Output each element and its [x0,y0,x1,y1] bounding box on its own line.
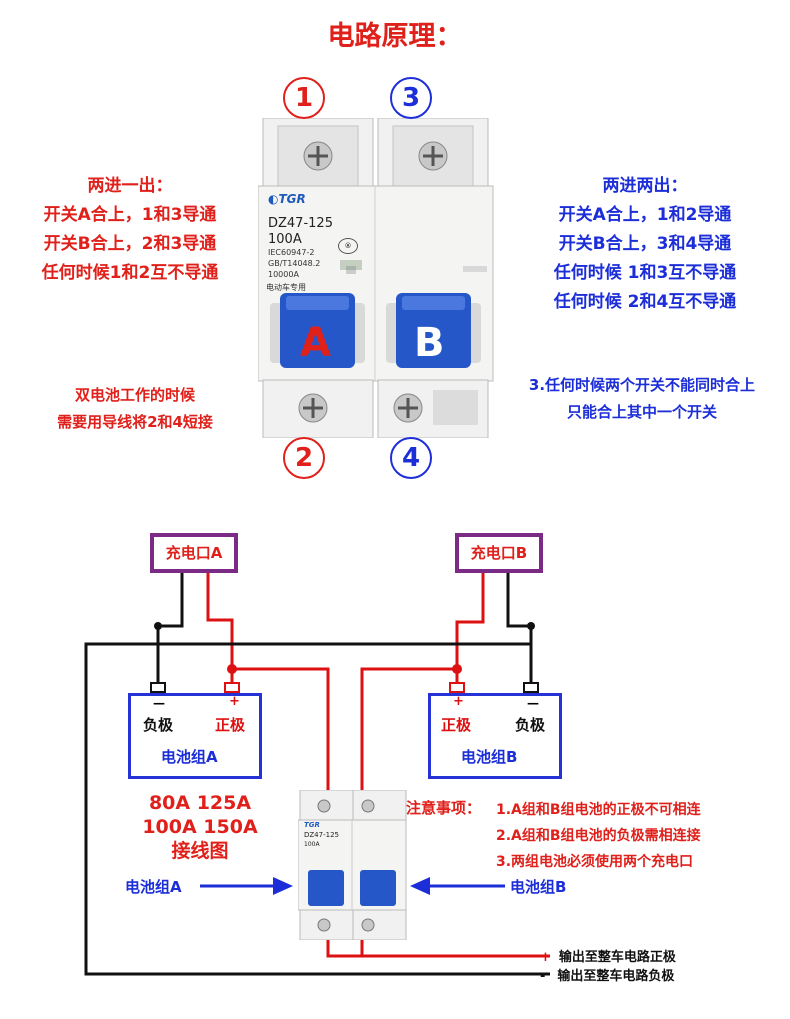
breaker-standard2: GB/T14048.2 [268,259,321,268]
battery-a-neg-label: 负极 [143,716,174,734]
terminal-2-badge: 2 [283,437,325,479]
battery-a-neg-terminal [150,682,166,693]
notice-item: 2.A组和B组电池的负极需相连接 [496,828,701,844]
battery-a-pos-terminal [224,682,240,693]
left-note: 两进一出： 开关A合上，1和3导通 开关B合上，2和3导通 任何时候1和2互不导… [0,172,260,288]
right-note-heading: 两进两出： [602,176,688,196]
battery-b-neg-label: 负极 [515,716,546,734]
output-pos-text: 输出至整车电路正极 [558,950,676,965]
wiring-caption: 80A 125A 100A 150A 接线图 [120,791,280,863]
right-note-line: 开关A合上，1和2导通 [558,205,732,225]
wire-charger-a-pos [206,572,234,683]
rule-note-line: 3.任何时候两个开关不能同时合上 [528,376,756,394]
breaker-rating: 100A [268,232,302,247]
battery-a-neg-sign: — [153,696,165,710]
breaker-capacity: 10000A [268,270,299,279]
terminal-3-badge: 3 [390,77,432,119]
battery-b-name: 电池组B [461,748,518,766]
junction-dot [452,664,462,674]
wire-charger-b-neg [506,572,533,683]
right-note-line: 任何时候 1和3互不导通 [553,263,737,283]
breaker-large: ◐TGR DZ47-125 100A IEC60947-2 GB/T14048.… [257,117,498,439]
handle-b-label: B [414,320,445,366]
left-note-line: 开关A合上，1和3导通 [43,205,217,225]
small-brand: TGR [304,821,320,829]
right-note-line: 开关B合上，3和4导通 [558,234,732,254]
switch-rule-note: 3.任何时候两个开关不能同时合上 只能合上其中一个开关 [494,372,790,426]
output-pos-sign: + [540,950,551,965]
junction-dot [527,622,535,630]
battery-b-box: + — 正极 负极 电池组B [428,693,562,779]
wire-output-pos [326,935,550,958]
caption-line: 100A 150A [142,816,258,838]
output-neg-text: 输出至整车电路负极 [557,969,675,984]
arrow-b-head-icon [410,877,430,895]
wire-charger-b-pos [455,572,485,683]
charger-b-box: 充电口B [455,533,543,573]
handle-a-label: A [300,320,331,366]
rule-note-line: 只能合上其中一个开关 [566,403,717,421]
battery-b-pos-sign: + [453,694,464,709]
terminal-1-badge: 1 [283,77,325,119]
breaker-small: TGR DZ47-125 100A [297,789,408,941]
wire-neg-link [158,626,533,646]
notice-item: 3.两组电池必须使用两个充电口 [496,854,694,870]
arrow-a-label: 电池组A [125,878,182,896]
breaker-brand: ◐TGR [268,192,306,206]
breaker-model: DZ47-125 [268,216,333,231]
small-rating: 100A [304,841,320,848]
wire-pos-b-to-breaker [360,667,457,797]
battery-b-pos-terminal [449,682,465,693]
wire-pos-a-to-breaker [232,667,330,797]
battery-b-neg-sign: — [527,696,539,710]
battery-a-pos-sign: + [229,694,240,709]
output-neg-sign: - [540,969,546,984]
wire-charger-a-neg [156,572,184,683]
left-note-line: 开关B合上，2和3导通 [43,234,217,254]
battery-b-pos-label: 正极 [441,716,472,734]
right-note-line: 任何时候 2和4互不导通 [553,292,737,312]
caption-line: 接线图 [171,840,229,862]
brand-logo-icon: ◐ [268,192,279,206]
output-pos-label: + 输出至整车电路正极 [540,946,676,965]
breaker-large-drawing [257,117,494,439]
arrow-a-head-icon [273,877,293,895]
notice-item: 1.A组和B组电池的正极不可相连 [496,802,701,818]
notice-heading: 注意事项： [406,799,482,817]
junction-dot [154,622,162,630]
breaker-small-drawing [297,789,407,941]
wire-neg-common [84,626,550,976]
battery-a-pos-label: 正极 [215,716,246,734]
right-note: 两进两出： 开关A合上，1和2导通 开关B合上，3和4导通 任何时候 1和3互不… [500,172,790,317]
battery-a-box: — + 负极 正极 电池组A [128,693,262,779]
dual-note-line: 双电池工作的时候 [74,386,195,404]
battery-a-name: 电池组A [161,748,218,766]
charger-a-box: 充电口A [150,533,238,573]
small-model: DZ47-125 [304,831,339,839]
left-note-line: 任何时候1和2互不导通 [41,263,219,283]
output-neg-label: -输出至整车电路负极 [540,965,674,984]
page-title: 电路原理： [327,21,463,52]
brand-text: TGR [278,192,306,206]
left-note-heading: 两进一出： [87,176,173,196]
notice-list: 1.A组和B组电池的正极不可相连 2.A组和B组电池的负极需相连接 3.两组电池… [496,797,701,875]
arrow-b-label: 电池组B [510,878,567,896]
breaker-standard1: IEC60947-2 [268,248,315,257]
battery-b-neg-terminal [523,682,539,693]
ccc-mark-icon: ® [338,238,358,254]
terminal-4-badge: 4 [390,437,432,479]
breaker-usage: 电动车专用 [266,283,306,292]
junction-dot [227,664,237,674]
dual-battery-note: 双电池工作的时候 需要用导线将2和4短接 [0,382,270,436]
caption-line: 80A 125A [148,792,252,814]
dual-note-line: 需要用导线将2和4短接 [57,413,213,431]
